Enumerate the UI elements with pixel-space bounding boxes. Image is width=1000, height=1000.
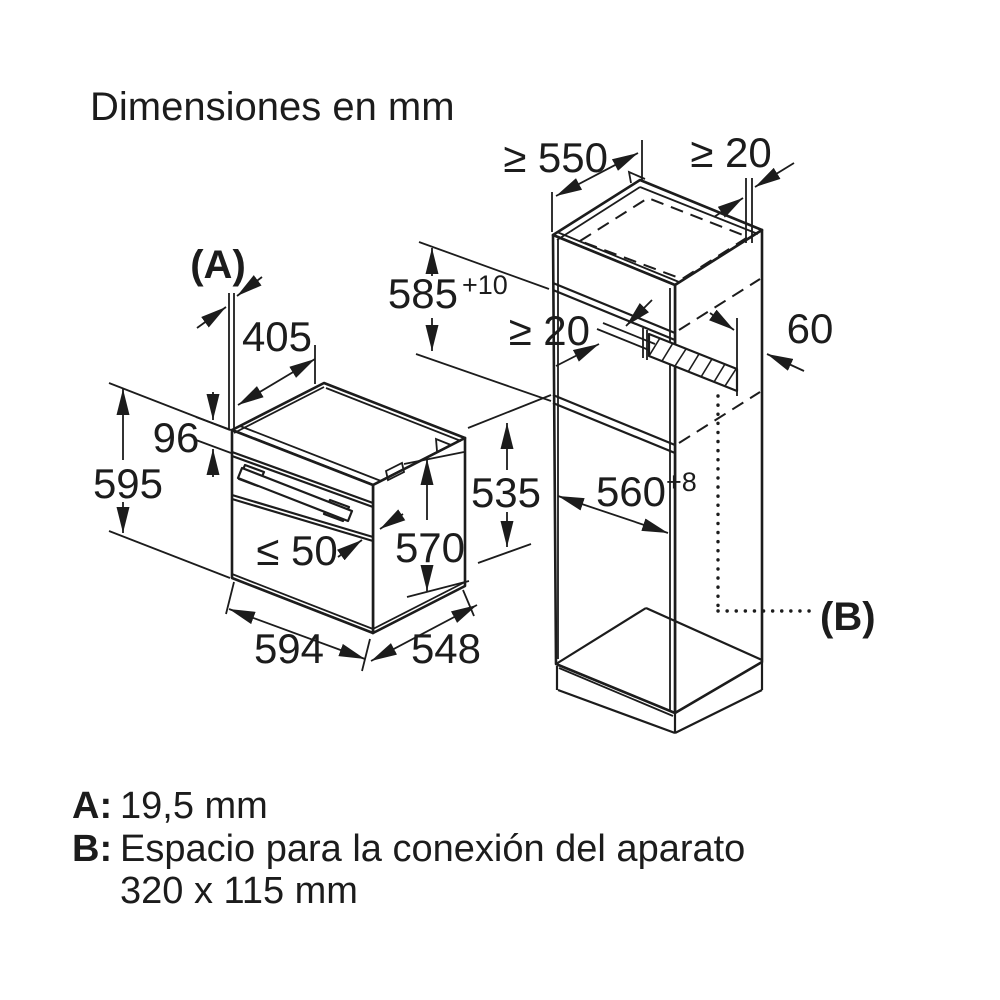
legend: A: 19,5 mm B: Espacio para la conexión d… (72, 785, 745, 912)
dim-mid-rear-gap-label: ≥ 20 (509, 307, 590, 354)
legend-a-value: 19,5 mm (120, 785, 268, 827)
dim-vent-width-label: 60 (787, 305, 834, 352)
dim-top-rear-gap: ≥ 20 (690, 129, 795, 243)
dim-body-height: 570 (395, 451, 470, 598)
dim-handle-clearance-label: ≤ 50 (256, 527, 337, 574)
oven-drawing: (A) 405 96 595 ≤ 50 (93, 243, 481, 672)
dim-front-height-label: 595 (93, 460, 163, 507)
cabinet-drawing: ≥ 550 ≥ 20 585 +10 ≥ 20 (388, 129, 876, 735)
hidden-edges (577, 196, 761, 444)
dim-lower-niche-height: 535 (467, 394, 552, 564)
callout-a: (A) (190, 243, 246, 287)
dim-body-depth: 548 (370, 589, 481, 672)
dim-oven-top-depth-label: 405 (242, 313, 312, 360)
dim-niche-height-tolerance: +10 (462, 270, 508, 300)
dim-niche-depth-tolerance: +8 (666, 467, 697, 497)
dim-top-rear-gap-label: ≥ 20 (690, 129, 771, 176)
legend-a-key: A: (72, 785, 112, 827)
dim-cabinet-depth: ≥ 550 (503, 134, 643, 232)
dim-lower-niche-height-label: 535 (471, 469, 541, 516)
dim-body-depth-label: 548 (411, 625, 481, 672)
oven-top-notch (434, 437, 452, 452)
dim-niche-depth-label: 560 (596, 468, 666, 515)
dim-niche-height: 585 +10 (388, 241, 552, 402)
dim-oven-top-depth: 405 (237, 313, 316, 406)
dim-front-overhang: (A) (190, 243, 263, 429)
dim-cabinet-depth-label: ≥ 550 (503, 134, 608, 181)
callout-b: (B) (820, 595, 876, 639)
dim-front-width: 594 (225, 581, 371, 672)
dim-niche-height-label: 585 (388, 270, 458, 317)
dim-handle-clearance: ≤ 50 (256, 509, 406, 574)
cabinet-shelves (552, 281, 676, 455)
oven-side-slot (384, 461, 406, 482)
dim-vent-width: 60 (709, 305, 834, 396)
page-title: Dimensiones en mm (90, 85, 455, 129)
dim-panel-height-label: 96 (153, 414, 200, 461)
connection-space-leader (716, 394, 814, 613)
legend-b-key: B: (72, 828, 112, 870)
vent-hatch-strip (647, 332, 739, 393)
cabinet-base (555, 606, 764, 735)
oven-door-handle (236, 463, 354, 523)
dim-body-height-label: 570 (395, 524, 465, 571)
dim-front-height: 595 (93, 382, 231, 579)
dim-front-width-label: 594 (254, 625, 324, 672)
legend-b-value-line2: 320 x 115 mm (120, 870, 358, 912)
dim-mid-rear-gap: ≥ 20 (509, 299, 656, 367)
dim-niche-depth: 560 +8 (557, 467, 697, 534)
legend-b-value-line1: Espacio para la conexión del aparato (120, 828, 745, 870)
